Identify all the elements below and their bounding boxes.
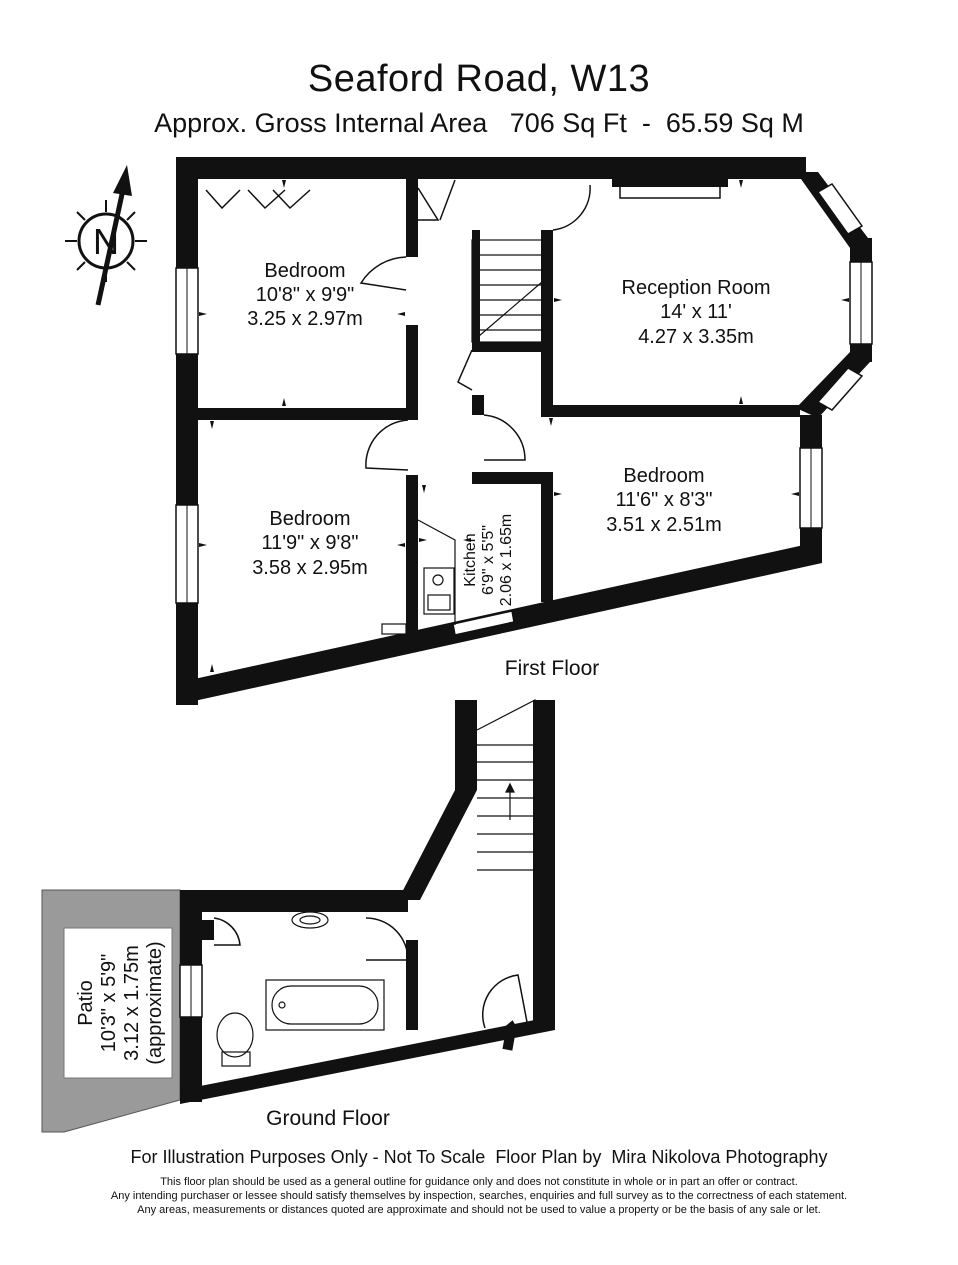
- dimension-ticks: [199, 180, 849, 672]
- svg-text:Patio: Patio: [75, 980, 97, 1026]
- room-kitchen: Kitchen 6'9" x 5'5" 2.06 x 1.65m: [462, 514, 515, 607]
- svg-text:6'9" x 5'5": 6'9" x 5'5": [480, 525, 497, 595]
- room-bedroom-3: Bedroom 11'6" x 8'3" 3.51 x 2.51m: [606, 465, 722, 536]
- svg-text:(approximate): (approximate): [144, 941, 166, 1064]
- footer-credit: For Illustration Purposes Only - Not To …: [130, 1147, 828, 1167]
- first-floor-label: First Floor: [505, 657, 600, 680]
- room-reception: Reception Room 14' x 11' 4.27 x 3.35m: [622, 277, 771, 348]
- svg-text:3.25 x 2.97m: 3.25 x 2.97m: [247, 308, 363, 330]
- compass-letter: N: [93, 221, 119, 262]
- ground-floor-walls: [180, 700, 555, 1104]
- bathroom-fixtures: [216, 911, 385, 1067]
- svg-text:10'8" x 9'9": 10'8" x 9'9": [256, 284, 355, 306]
- patio: Patio 10'3" x 5'9" 3.12 x 1.75m (approxi…: [41, 889, 181, 1133]
- svg-text:11'6" x 8'3": 11'6" x 8'3": [615, 489, 712, 511]
- first-floor-stairs: [471, 239, 543, 343]
- ground-floor-label: Ground Floor: [266, 1107, 390, 1130]
- svg-text:Bedroom: Bedroom: [623, 465, 704, 487]
- svg-text:4.27 x 3.35m: 4.27 x 3.35m: [638, 326, 754, 348]
- svg-text:14' x 11': 14' x 11': [660, 301, 732, 323]
- ground-floor-stairs: [476, 699, 536, 871]
- svg-text:Bedroom: Bedroom: [264, 260, 345, 282]
- room-bedroom-1: Bedroom 10'8" x 9'9" 3.25 x 2.97m: [247, 260, 363, 330]
- ground-floor-doors: [213, 917, 528, 1029]
- disclaimer-line-2: Any intending purchaser or lessee should…: [110, 1190, 848, 1202]
- disclaimer-line-1: This floor plan should be used as a gene…: [160, 1176, 798, 1188]
- svg-text:3.12 x 1.75m: 3.12 x 1.75m: [121, 945, 143, 1061]
- svg-text:10'3" x 5'9": 10'3" x 5'9": [98, 954, 120, 1053]
- kitchen-fixtures: [381, 519, 456, 635]
- svg-text:11'9" x 9'8": 11'9" x 9'8": [261, 532, 358, 554]
- gross-area: Approx. Gross Internal Area 706 Sq Ft - …: [154, 108, 804, 138]
- svg-text:Bedroom: Bedroom: [269, 508, 350, 530]
- first-floor-windows: [175, 179, 873, 636]
- svg-text:Kitchen: Kitchen: [462, 533, 479, 586]
- room-bedroom-2: Bedroom 11'9" x 9'8" 3.58 x 2.95m: [252, 508, 368, 579]
- svg-text:3.58 x 2.95m: 3.58 x 2.95m: [252, 557, 368, 579]
- svg-text:Reception Room: Reception Room: [622, 277, 771, 299]
- compass-icon: N: [65, 165, 147, 306]
- plan-title: Seaford Road, W13: [307, 58, 651, 100]
- first-floor-walls: [176, 157, 872, 705]
- svg-text:2.06 x 1.65m: 2.06 x 1.65m: [498, 514, 515, 607]
- disclaimer-line-3: Any areas, measurements or distances quo…: [137, 1204, 821, 1216]
- entrance-arrow-icon: [498, 1020, 522, 1051]
- ground-floor-windows: [179, 964, 203, 1018]
- svg-text:3.51 x 2.51m: 3.51 x 2.51m: [606, 514, 722, 536]
- first-floor-doors: [205, 179, 591, 471]
